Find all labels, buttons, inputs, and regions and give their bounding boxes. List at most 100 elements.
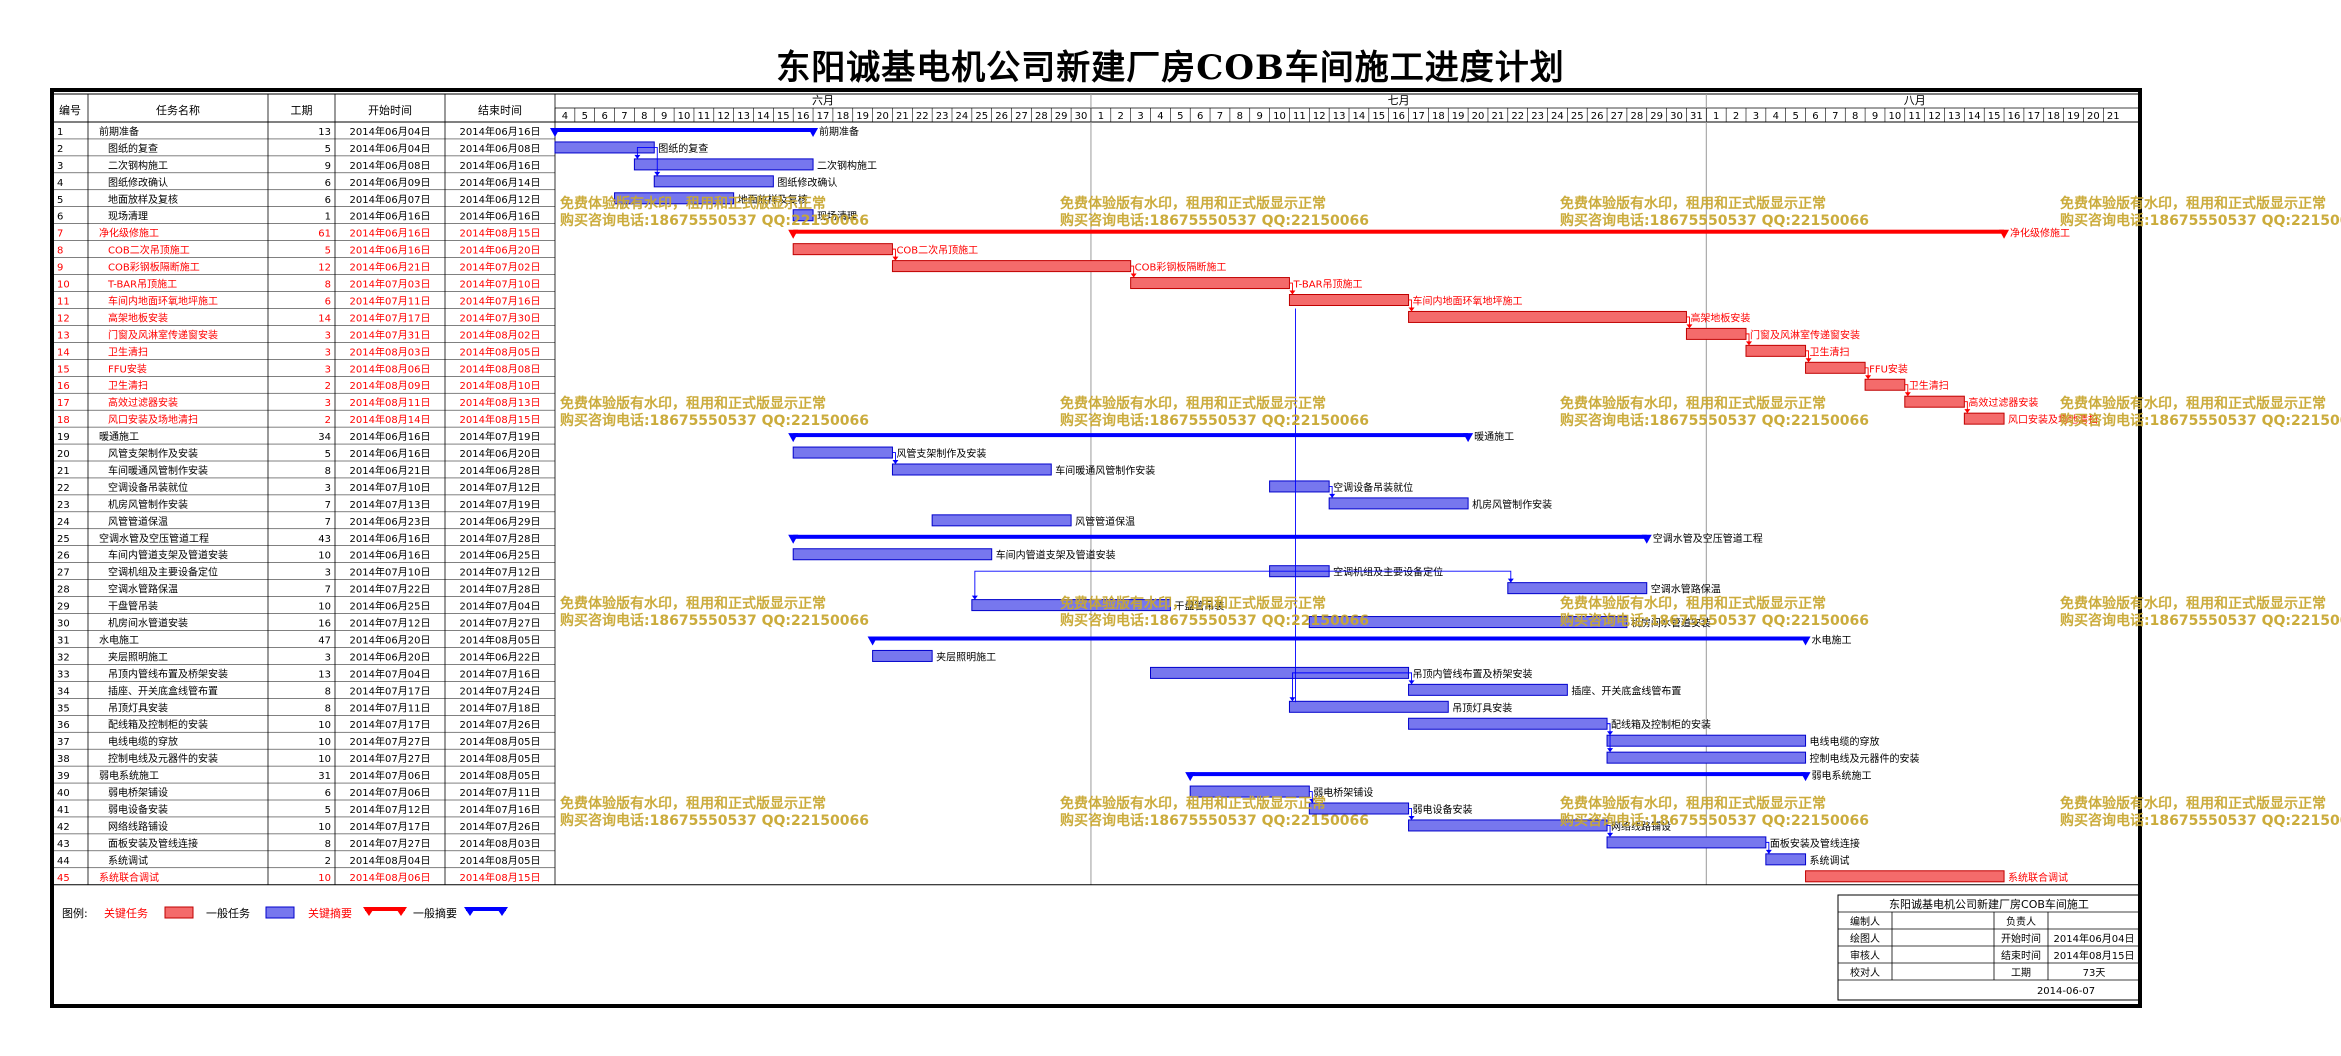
task-bar[interactable]: 风管支架制作及安装 [792,446,986,460]
day-label: 13 [1333,111,1346,122]
task-bar[interactable]: 控制电线及元器件的安装 [1606,751,1920,765]
task-start: 2014年06月16日 [350,549,431,562]
task-bar[interactable]: 系统调试 [1765,853,1850,867]
task-end: 2014年07月12日 [460,566,541,579]
task-duration: 10 [318,551,331,562]
task-bar[interactable]: 插座、开关底盒线管布置 [1408,683,1682,697]
task-duration: 10 [318,737,331,748]
task-bar[interactable]: 卫生清扫 [1864,378,1949,392]
task-bar[interactable]: COB二次吊顶施工 [792,243,978,257]
task-end: 2014年07月12日 [460,481,541,494]
task-bar[interactable]: FFU安装 [1805,361,1908,375]
task-bar[interactable]: 机房风管制作安装 [1328,497,1552,511]
task-bar[interactable]: 高架地板安装 [1408,310,1751,324]
day-label: 14 [757,111,770,122]
task-bar[interactable]: 现场清理 [792,209,857,223]
task-bar[interactable]: 夹层照明施工 [872,649,997,663]
task-bar[interactable]: 车间内地面环氧地坪施工 [1288,294,1523,307]
summary-bar[interactable]: 净化级修施工 [788,227,2070,240]
task-bar[interactable]: 吊顶内管线布置及桥架安装 [1150,666,1533,680]
task-bar[interactable]: 空调设备吊装就位 [1269,480,1414,494]
summary-bar[interactable]: 空调水管及空压管道工程 [788,532,1763,545]
task-duration: 1 [325,212,331,223]
task-bar[interactable]: 门窗及风淋室传递窗安装 [1685,327,1860,341]
task-end: 2014年07月02日 [460,261,541,274]
bar-label: 空调设备吊装就位 [1333,481,1413,494]
task-bar[interactable]: 空调水管路保温 [1507,582,1721,596]
task-bar[interactable]: 弱电桥架铺设 [1189,785,1373,799]
task-bar[interactable]: 面板安装及管线连接 [1606,836,1860,850]
task-bar[interactable]: 吊顶灯具安装 [1288,700,1512,714]
task-bar[interactable]: 风管管道保温 [931,514,1135,528]
task-bar[interactable]: 二次钢构施工 [633,158,877,172]
summary-bar[interactable]: 弱电系统施工 [1185,769,1872,782]
task-bar[interactable]: COB彩钢板隔断施工 [891,260,1226,274]
summary-bar[interactable]: 水电施工 [867,633,1852,646]
task-bar[interactable]: 风口安装及场地清扫 [1963,412,2098,426]
task-bar[interactable]: 图纸修改确认 [653,175,837,189]
task-bar[interactable]: 系统联合调试 [1805,870,2069,884]
bar-rect [1606,836,1767,849]
summary-bar[interactable]: 暖通施工 [788,430,1514,443]
summary-bar[interactable]: 前期准备 [550,125,859,138]
task-bar[interactable]: 高效过滤器安装 [1904,395,2039,409]
task-bar[interactable]: 机房间水管道安装 [1308,616,1711,630]
task-bar[interactable]: 电线电缆的穿放 [1606,734,1880,748]
task-bar[interactable]: 卫生清扫 [1745,344,1850,358]
day-label: 8 [641,111,647,122]
task-bar[interactable]: 配线箱及控制柜的安装 [1408,717,1712,731]
task-start: 2014年06月21日 [350,464,431,477]
task-bar[interactable]: 干盘管吊装 [971,599,1225,613]
task-bar[interactable]: 车间暖通风管制作安装 [891,463,1155,477]
task-bar[interactable]: 图纸的复查 [554,141,708,155]
task-bar[interactable]: 车间内管道支架及管道安装 [792,548,1116,562]
task-bar[interactable]: T-BAR吊顶施工 [1130,277,1363,291]
task-bar[interactable]: 地面放样及复核 [614,192,808,206]
